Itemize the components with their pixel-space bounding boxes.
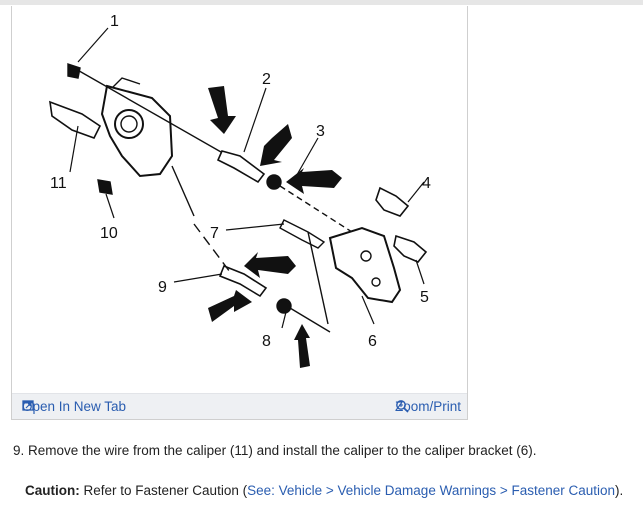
fastener-caution-link[interactable]: See: Vehicle > Vehicle Damage Warnings >… <box>247 483 616 498</box>
zoom-icon <box>396 400 409 413</box>
figure-footer: Open In New Tab Zoom/Print <box>12 393 467 419</box>
caution-note: Caution: Refer to Fastener Caution (See:… <box>25 483 623 498</box>
caliper-diagram: 1 2 3 4 5 6 7 8 9 10 11 <box>49 13 431 368</box>
arrow-icon <box>260 124 292 166</box>
callout-2: 2 <box>262 71 271 88</box>
callout-11: 11 <box>50 175 67 192</box>
open-in-new-tab-label: Open In New Tab <box>22 399 127 414</box>
open-tab-icon <box>22 400 34 411</box>
arrow-icon <box>286 168 342 194</box>
callout-9: 9 <box>158 279 167 296</box>
callout-7: 7 <box>210 225 219 242</box>
callout-8: 8 <box>262 333 271 350</box>
callout-4: 4 <box>422 175 431 192</box>
callout-10: 10 <box>100 225 118 242</box>
diagram-figure: 1 2 3 4 5 6 7 8 9 10 11 Open In New Tab … <box>11 6 468 420</box>
caution-label: Caution: <box>25 483 80 498</box>
zoom-print-label: Zoom/Print <box>394 399 461 414</box>
arrow-icon <box>244 252 296 278</box>
callout-3: 3 <box>316 123 325 140</box>
caution-text-after: ). <box>615 483 624 498</box>
zoom-print-button[interactable]: Zoom/Print <box>395 399 461 414</box>
callout-6: 6 <box>368 333 377 350</box>
callout-1: 1 <box>110 13 119 30</box>
step-9-text: 9. Remove the wire from the caliper (11)… <box>13 443 537 458</box>
arrow-icon <box>294 324 310 368</box>
top-bar <box>0 0 643 5</box>
open-in-new-tab-button[interactable]: Open In New Tab <box>22 399 126 414</box>
caution-text-before: Refer to Fastener Caution ( <box>79 483 248 498</box>
arrow-icon <box>208 290 252 322</box>
callout-5: 5 <box>420 289 429 306</box>
arrow-icon <box>208 86 236 134</box>
